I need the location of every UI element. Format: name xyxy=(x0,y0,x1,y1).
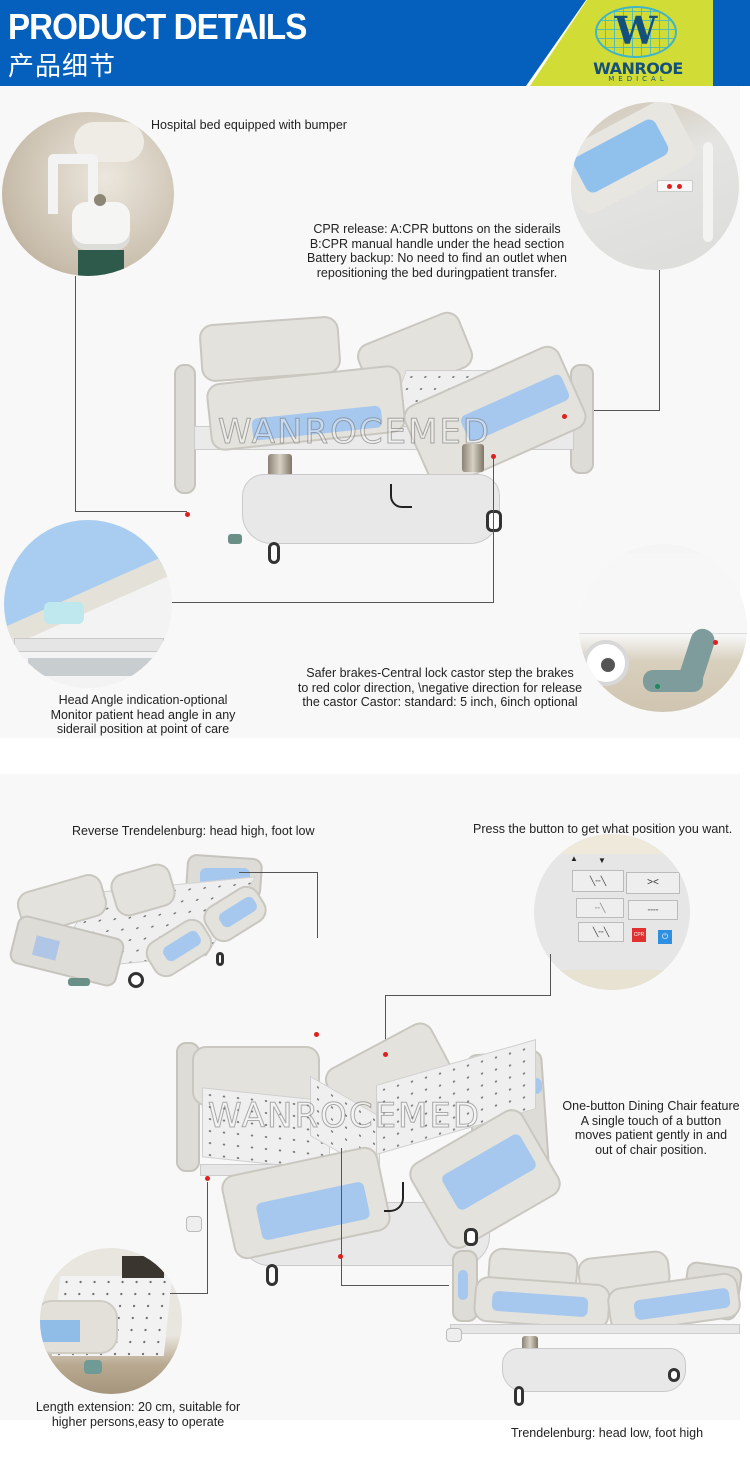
features-panel-1: Hospital bed equipped with bumper CPR re… xyxy=(0,86,747,738)
connector-line xyxy=(170,1293,208,1294)
connector-line xyxy=(493,456,494,603)
connector-line xyxy=(172,602,494,603)
cpr-release-photo xyxy=(571,102,739,270)
logo-subname: MEDICAL xyxy=(608,75,668,83)
dining-chair-bed-image xyxy=(170,1017,566,1292)
page-title: PRODUCT DETAILS xyxy=(8,6,307,47)
marker-dot xyxy=(562,414,567,419)
features-panel-2: Reverse Trendelenburg: head high, foot l… xyxy=(0,774,744,1429)
caption-press-button: Press the button to get what position yo… xyxy=(473,822,733,836)
logo-mark: W xyxy=(614,8,658,53)
connector-line xyxy=(385,995,386,1055)
page-subtitle-cn: 产品细节 xyxy=(8,52,117,82)
length-extension-photo xyxy=(40,1248,182,1394)
control-panel-photo: ▲ ▼ ╲╌╲ >< ╌╲ ╌╌ ╲╌╲ CPR ⏻ xyxy=(534,834,690,990)
page-header: PRODUCT DETAILS 产品细节 W WANROOE MEDICAL xyxy=(0,0,750,86)
connector-line xyxy=(207,1182,208,1294)
marker-dot xyxy=(338,1254,343,1259)
marker-dot xyxy=(383,1052,388,1057)
connector-line xyxy=(317,872,318,938)
connector-line xyxy=(659,270,660,410)
connector-line xyxy=(550,954,551,996)
caption-brakes: Safer brakes-Central lock castor step th… xyxy=(297,666,583,709)
watermark: WANROCEMED xyxy=(217,412,492,453)
marker-dot xyxy=(314,1032,319,1037)
reverse-trendelenburg-bed-image xyxy=(6,853,272,994)
caption-dining-chair: One-button Dining Chair feature A single… xyxy=(562,1099,740,1157)
globe-icon xyxy=(595,6,677,58)
caption-bumper: Hospital bed equipped with bumper xyxy=(151,118,347,132)
connector-line xyxy=(565,410,660,411)
caption-head-angle: Head Angle indication-optional Monitor p… xyxy=(50,693,236,736)
head-angle-photo xyxy=(4,520,172,688)
cpr-button: CPR xyxy=(632,928,646,942)
connector-line xyxy=(385,995,551,996)
connector-line xyxy=(75,276,76,512)
marker-dot xyxy=(205,1176,210,1181)
caption-cpr-release: CPR release: A:CPR buttons on the sidera… xyxy=(307,222,567,280)
marker-dot xyxy=(185,512,190,517)
hospital-bed-image xyxy=(170,307,610,604)
trendelenburg-bed-image xyxy=(444,1244,744,1424)
bumper-photo xyxy=(2,112,174,276)
logo-name: WANROOE xyxy=(593,59,683,78)
caption-length-extension: Length extension: 20 cm, suitable for hi… xyxy=(35,1400,241,1429)
connector-line xyxy=(341,1285,449,1286)
power-icon: ⏻ xyxy=(658,930,672,944)
connector-line xyxy=(75,511,187,512)
watermark: WANROCEMED xyxy=(207,1096,482,1137)
caption-trendelenburg: Trendelenburg: head low, foot high xyxy=(511,1426,704,1440)
caption-reverse-trendelenburg: Reverse Trendelenburg: head high, foot l… xyxy=(72,824,315,838)
brake-pedal-photo xyxy=(579,544,747,712)
connector-line xyxy=(239,872,317,873)
connector-line xyxy=(341,1148,342,1286)
